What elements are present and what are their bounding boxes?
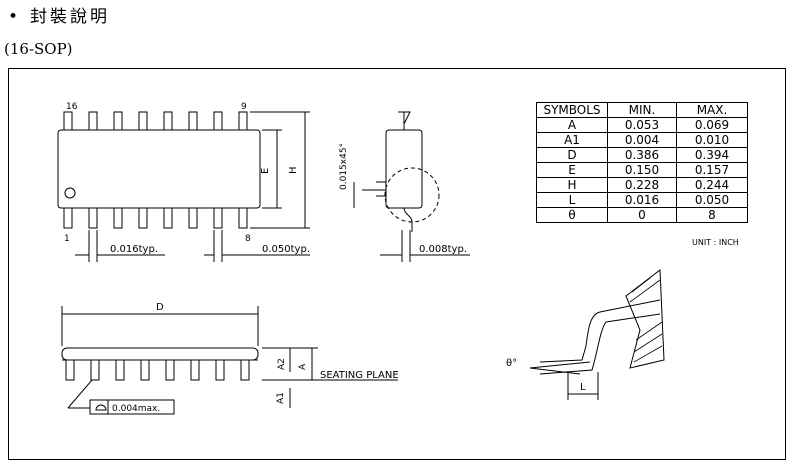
table-row: L 0.016 0.050 xyxy=(536,192,748,208)
min-cell: 0.228 xyxy=(607,177,677,193)
table-row: E 0.150 0.157 xyxy=(536,162,748,178)
max-cell: 0.157 xyxy=(676,162,748,178)
detail-circle xyxy=(384,167,440,223)
dim-l-label: L xyxy=(580,382,586,393)
table-header-row: SYMBOLS MIN. MAX. xyxy=(536,102,748,118)
dim-a2-label: A2 xyxy=(277,358,287,370)
pin9-label: 9 xyxy=(241,102,247,112)
symbol-cell: H xyxy=(536,177,608,193)
min-cell: 0.386 xyxy=(607,147,677,163)
coplanarity-label: 0.004max. xyxy=(112,404,160,414)
column-header: MIN. xyxy=(607,102,677,118)
front-leads xyxy=(65,359,250,381)
min-cell: 0.016 xyxy=(607,192,677,208)
top-pins xyxy=(63,111,248,131)
dim-a1-label: A1 xyxy=(276,392,286,404)
lead-thickness-label: 0.008typ. xyxy=(419,244,467,255)
max-cell: 0.069 xyxy=(676,117,748,133)
max-cell: 0.244 xyxy=(676,177,748,193)
pin1-label: 1 xyxy=(64,234,70,244)
chamfer-label: 0.015x45° xyxy=(339,143,349,190)
max-cell: 0.010 xyxy=(676,132,748,148)
top-view-body xyxy=(57,129,261,209)
max-cell: 0.050 xyxy=(676,192,748,208)
detail-hatching xyxy=(629,277,663,363)
detail-housing xyxy=(625,269,665,369)
symbol-cell: D xyxy=(536,147,608,163)
symbol-cell: E xyxy=(536,162,608,178)
side-view-body xyxy=(385,129,423,209)
dim-d-label: D xyxy=(156,302,164,313)
column-header: MAX. xyxy=(676,102,748,118)
table-row: A1 0.004 0.010 xyxy=(536,132,748,148)
dim-a-label: A xyxy=(298,363,308,370)
seating-plane-label: SEATING PLANE xyxy=(320,370,399,381)
unit-note: UNIT : INCH xyxy=(692,238,739,247)
section-heading: • 封裝說明 xyxy=(8,2,110,27)
front-view-body xyxy=(61,347,259,361)
drawing-frame xyxy=(8,68,786,460)
symbol-cell: A1 xyxy=(536,132,608,148)
table-row: θ 0 8 xyxy=(536,207,748,223)
min-cell: 0.004 xyxy=(607,132,677,148)
table-row: D 0.386 0.394 xyxy=(536,147,748,163)
max-cell: 0.394 xyxy=(676,147,748,163)
bullet: • xyxy=(8,7,22,27)
max-cell: 8 xyxy=(676,207,748,223)
min-cell: 0 xyxy=(607,207,677,223)
pin8-label: 8 xyxy=(245,234,251,244)
lead-width-label: 0.016typ. xyxy=(110,244,158,255)
table-row: H 0.228 0.244 xyxy=(536,177,748,193)
min-cell: 0.150 xyxy=(607,162,677,178)
symbol-cell: A xyxy=(536,117,608,133)
min-cell: 0.053 xyxy=(607,117,677,133)
column-header: SYMBOLS xyxy=(536,102,608,118)
table-row: A 0.053 0.069 xyxy=(536,117,748,133)
heading-title: 封裝說明 xyxy=(30,7,110,27)
symbol-cell: θ xyxy=(536,207,608,223)
package-type: (16-SOP) xyxy=(4,40,73,58)
dimension-table: SYMBOLS MIN. MAX. A 0.053 0.069 A1 0.004… xyxy=(536,102,748,223)
dim-h-label: H xyxy=(288,166,299,174)
pin16-label: 16 xyxy=(66,102,78,112)
theta-label: θ° xyxy=(506,358,517,369)
symbol-cell: L xyxy=(536,192,608,208)
pitch-label: 0.050typ. xyxy=(262,244,310,255)
pin1-marker xyxy=(64,187,76,199)
dim-e-label: E xyxy=(260,168,271,174)
bottom-pins xyxy=(63,207,248,229)
